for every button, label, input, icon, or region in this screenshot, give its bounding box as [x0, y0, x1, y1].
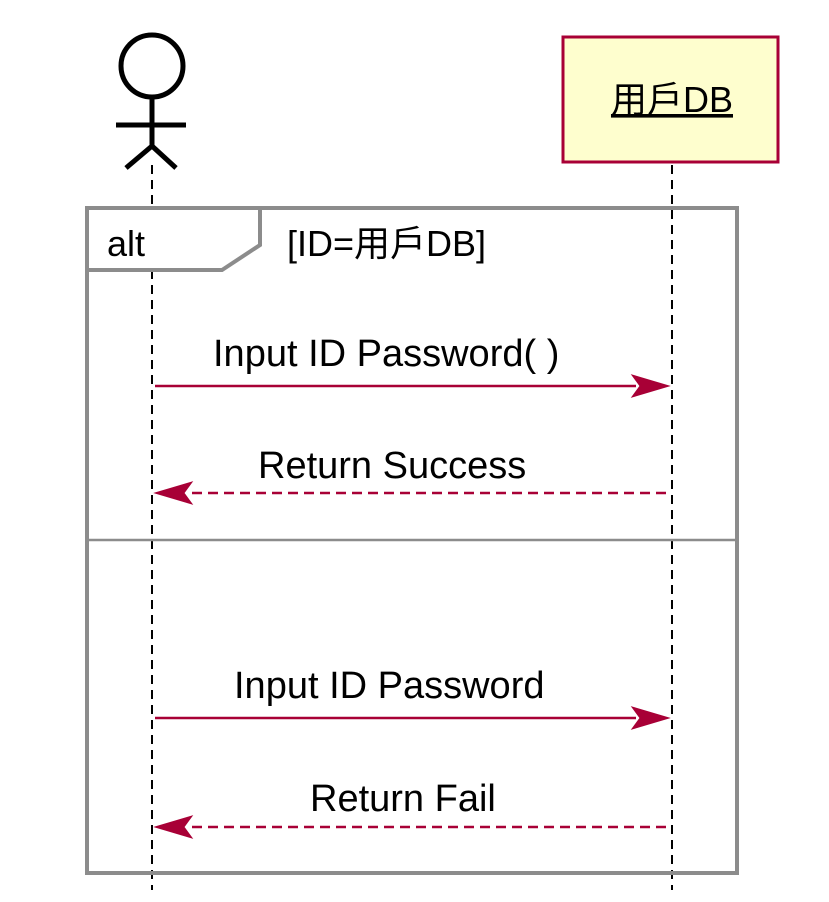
participant-box — [561, 35, 780, 164]
arrowhead-right-icon — [630, 706, 671, 730]
fragment-keyword: alt — [107, 223, 145, 264]
fragment-tab — [85, 206, 262, 272]
arrowhead-left-icon — [153, 815, 194, 839]
message-label: Input ID Password( ) — [213, 333, 559, 375]
actor-icon — [116, 32, 186, 170]
participant-label: 用戶DB — [611, 79, 733, 120]
message-2: Return Success — [153, 445, 666, 505]
message-4: Return Fail — [153, 778, 666, 839]
message-label: Return Success — [258, 445, 526, 487]
message-3: Input ID Password — [155, 665, 671, 730]
arrowhead-right-icon — [630, 374, 671, 398]
message-1: Input ID Password( ) — [155, 333, 671, 398]
fragment-guard: [ID=用戶DB] — [287, 223, 486, 264]
alt-fragment: alt [ID=用戶DB] — [85, 206, 739, 875]
message-label: Return Fail — [310, 778, 496, 820]
arrowhead-left-icon — [153, 481, 194, 505]
database-participant: 用戶DB — [561, 35, 780, 164]
message-label: Input ID Password — [234, 665, 544, 707]
